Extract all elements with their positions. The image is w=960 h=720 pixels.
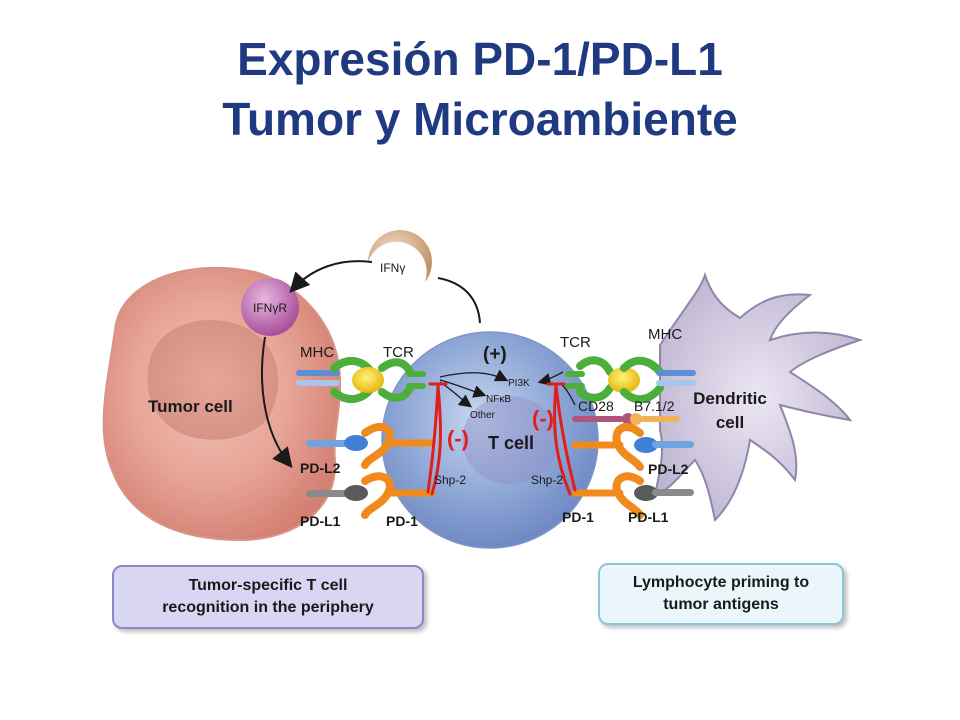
pdl2-pd1-complex-left [306,423,436,469]
lymphocyte-priming-line-2: tumor antigens [663,596,779,613]
tcr-right-label: TCR [560,334,591,351]
cd28-label: CD28 [578,398,614,414]
t-cell-label: T cell [488,433,534,453]
lymphocyte-priming-box: Lymphocyte priming to tumor antigens [598,563,844,625]
ifngr-label: IFNγR [253,301,287,315]
dendritic-cell-label-2: cell [716,413,744,432]
tumor-recognition-line-2: recognition in the periphery [162,599,374,616]
ifng-molecule [368,230,432,282]
ifngr-to-pdl-arrow [261,336,293,469]
other-label: Other [470,410,496,421]
mhc-left-label: MHC [300,344,334,361]
ifng-label: IFNγ [380,261,405,275]
page-title-line-1: Expresión PD-1/PD-L1 [237,33,723,85]
shp2-right-label: Shp-2 [531,473,563,487]
inhibition-left [426,382,448,496]
lymphocyte-priming-line-1: Lymphocyte priming to [632,574,810,591]
tcr-left-label: TCR [383,344,414,361]
inhibition-right-label: (-) [532,406,554,431]
cd28-b7-complex [572,413,680,425]
pd1-left-label: PD-1 [386,513,418,529]
tumor-cell [102,266,342,542]
mhc-tcr-complex-left [296,356,426,404]
inhibition-right [546,382,577,496]
page-title-line-2: Tumor y Microambiente [222,93,738,145]
pi3k-label: PI3K [508,378,530,389]
activation-plus-label: (+) [483,344,507,365]
t-cell [381,331,599,549]
nfkb-label: NFκB [486,394,511,405]
b7-label: B7.1/2 [634,398,675,414]
pdl1-pd1-complex-left [306,472,436,519]
pd1-right-label: PD-1 [562,509,594,525]
dendritic-cell [653,271,864,523]
tumor-cell-label: Tumor cell [148,397,233,416]
tumor-recognition-box: Tumor-specific T cell recognition in the… [112,565,424,629]
inhibition-left-label: (-) [447,426,469,451]
pd1-pdl1-complex-right [571,472,694,519]
tumor-recognition-line-1: Tumor-specific T cell [188,577,348,594]
pd-l2-left-label: PD-L2 [300,460,341,476]
ifngr-receptor [241,278,299,336]
t-cell-to-ifng-arrow [437,277,481,324]
ifng-to-ifngr-arrow [289,260,373,293]
pd-l1-left-label: PD-L1 [300,513,341,529]
pd1-pdl2-complex-right [571,423,694,471]
dendritic-cell-label-1: Dendritic [693,389,767,408]
shp2-left-label: Shp-2 [434,473,466,487]
pd-l1-right-label: PD-L1 [628,509,669,525]
mhc-right-label: MHC [648,326,682,343]
mhc-tcr-complex-right [565,356,696,404]
pd-l2-right-label: PD-L2 [648,461,689,477]
